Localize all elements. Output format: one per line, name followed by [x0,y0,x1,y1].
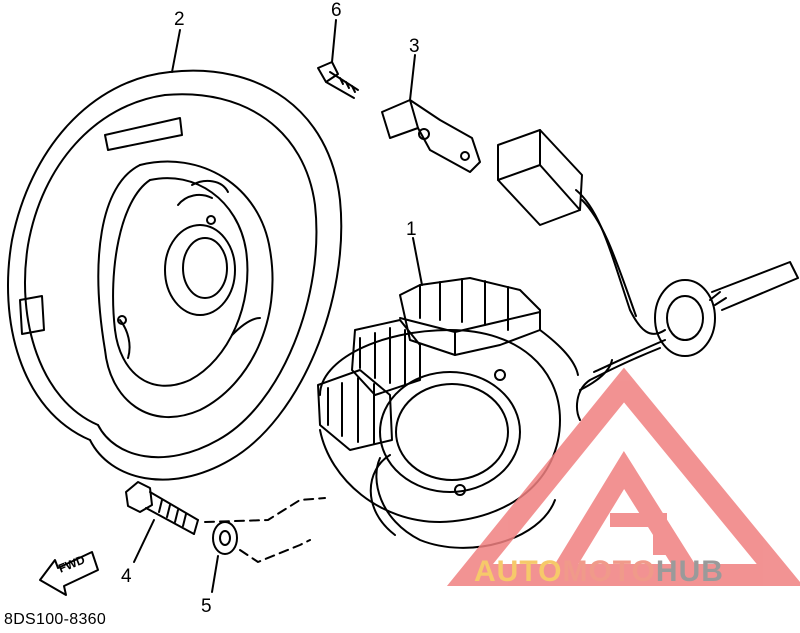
flywheel-rotor [7,69,343,481]
bolt-4 [125,481,199,535]
fwd-arrow-icon [39,551,99,596]
leader-4 [133,519,155,563]
leader-6 [331,19,337,63]
watermark-logo-icon [446,367,800,586]
assembly-guide-4 [204,497,326,523]
stator-1 [317,277,613,549]
watermark-auto: AUTO [474,555,563,588]
leader-2 [171,29,181,73]
watermark-moto: MOTO [562,555,656,588]
callout-2: 2 [174,9,185,30]
leader-5 [211,555,219,593]
callout-3: 3 [409,36,420,57]
assembly-guide-5 [239,539,311,563]
pickup-coil-3 [381,99,481,173]
bolt-6 [317,61,359,99]
watermark-hub: HUB [655,555,724,588]
watermark-text: AUTOMOTOHUB [474,555,724,589]
washer-5 [212,521,238,555]
leader-1 [412,237,423,286]
leader-3 [409,54,416,101]
callout-4: 4 [121,566,132,587]
callout-5: 5 [201,596,212,617]
wire-connector [497,129,799,421]
callout-1: 1 [406,219,417,240]
part-code: 8DS100-8360 [4,611,107,628]
callout-6: 6 [331,0,342,21]
